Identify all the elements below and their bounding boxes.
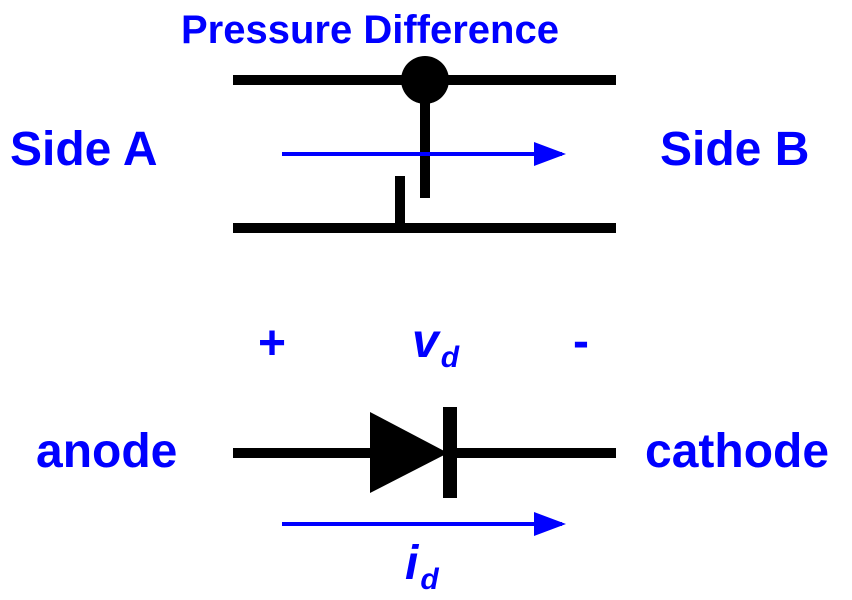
diode-triangle: [370, 412, 448, 493]
side-a-label: Side A: [10, 123, 158, 176]
anode-label: anode: [36, 425, 178, 478]
current-subscript: d: [420, 563, 439, 596]
cathode-label: cathode: [645, 425, 830, 478]
minus-sign: -: [573, 315, 589, 368]
title-pressure-difference: Pressure Difference: [181, 8, 559, 52]
diode-symbol: [233, 407, 616, 536]
plus-sign: +: [258, 317, 287, 370]
voltage-symbol: v: [412, 315, 439, 368]
check-valve-analogy: [233, 56, 616, 233]
current-label: id: [405, 537, 439, 595]
side-b-label: Side B: [660, 123, 810, 176]
voltage-label: vd: [412, 315, 459, 373]
current-symbol: i: [405, 537, 419, 590]
voltage-subscript: d: [440, 341, 460, 374]
